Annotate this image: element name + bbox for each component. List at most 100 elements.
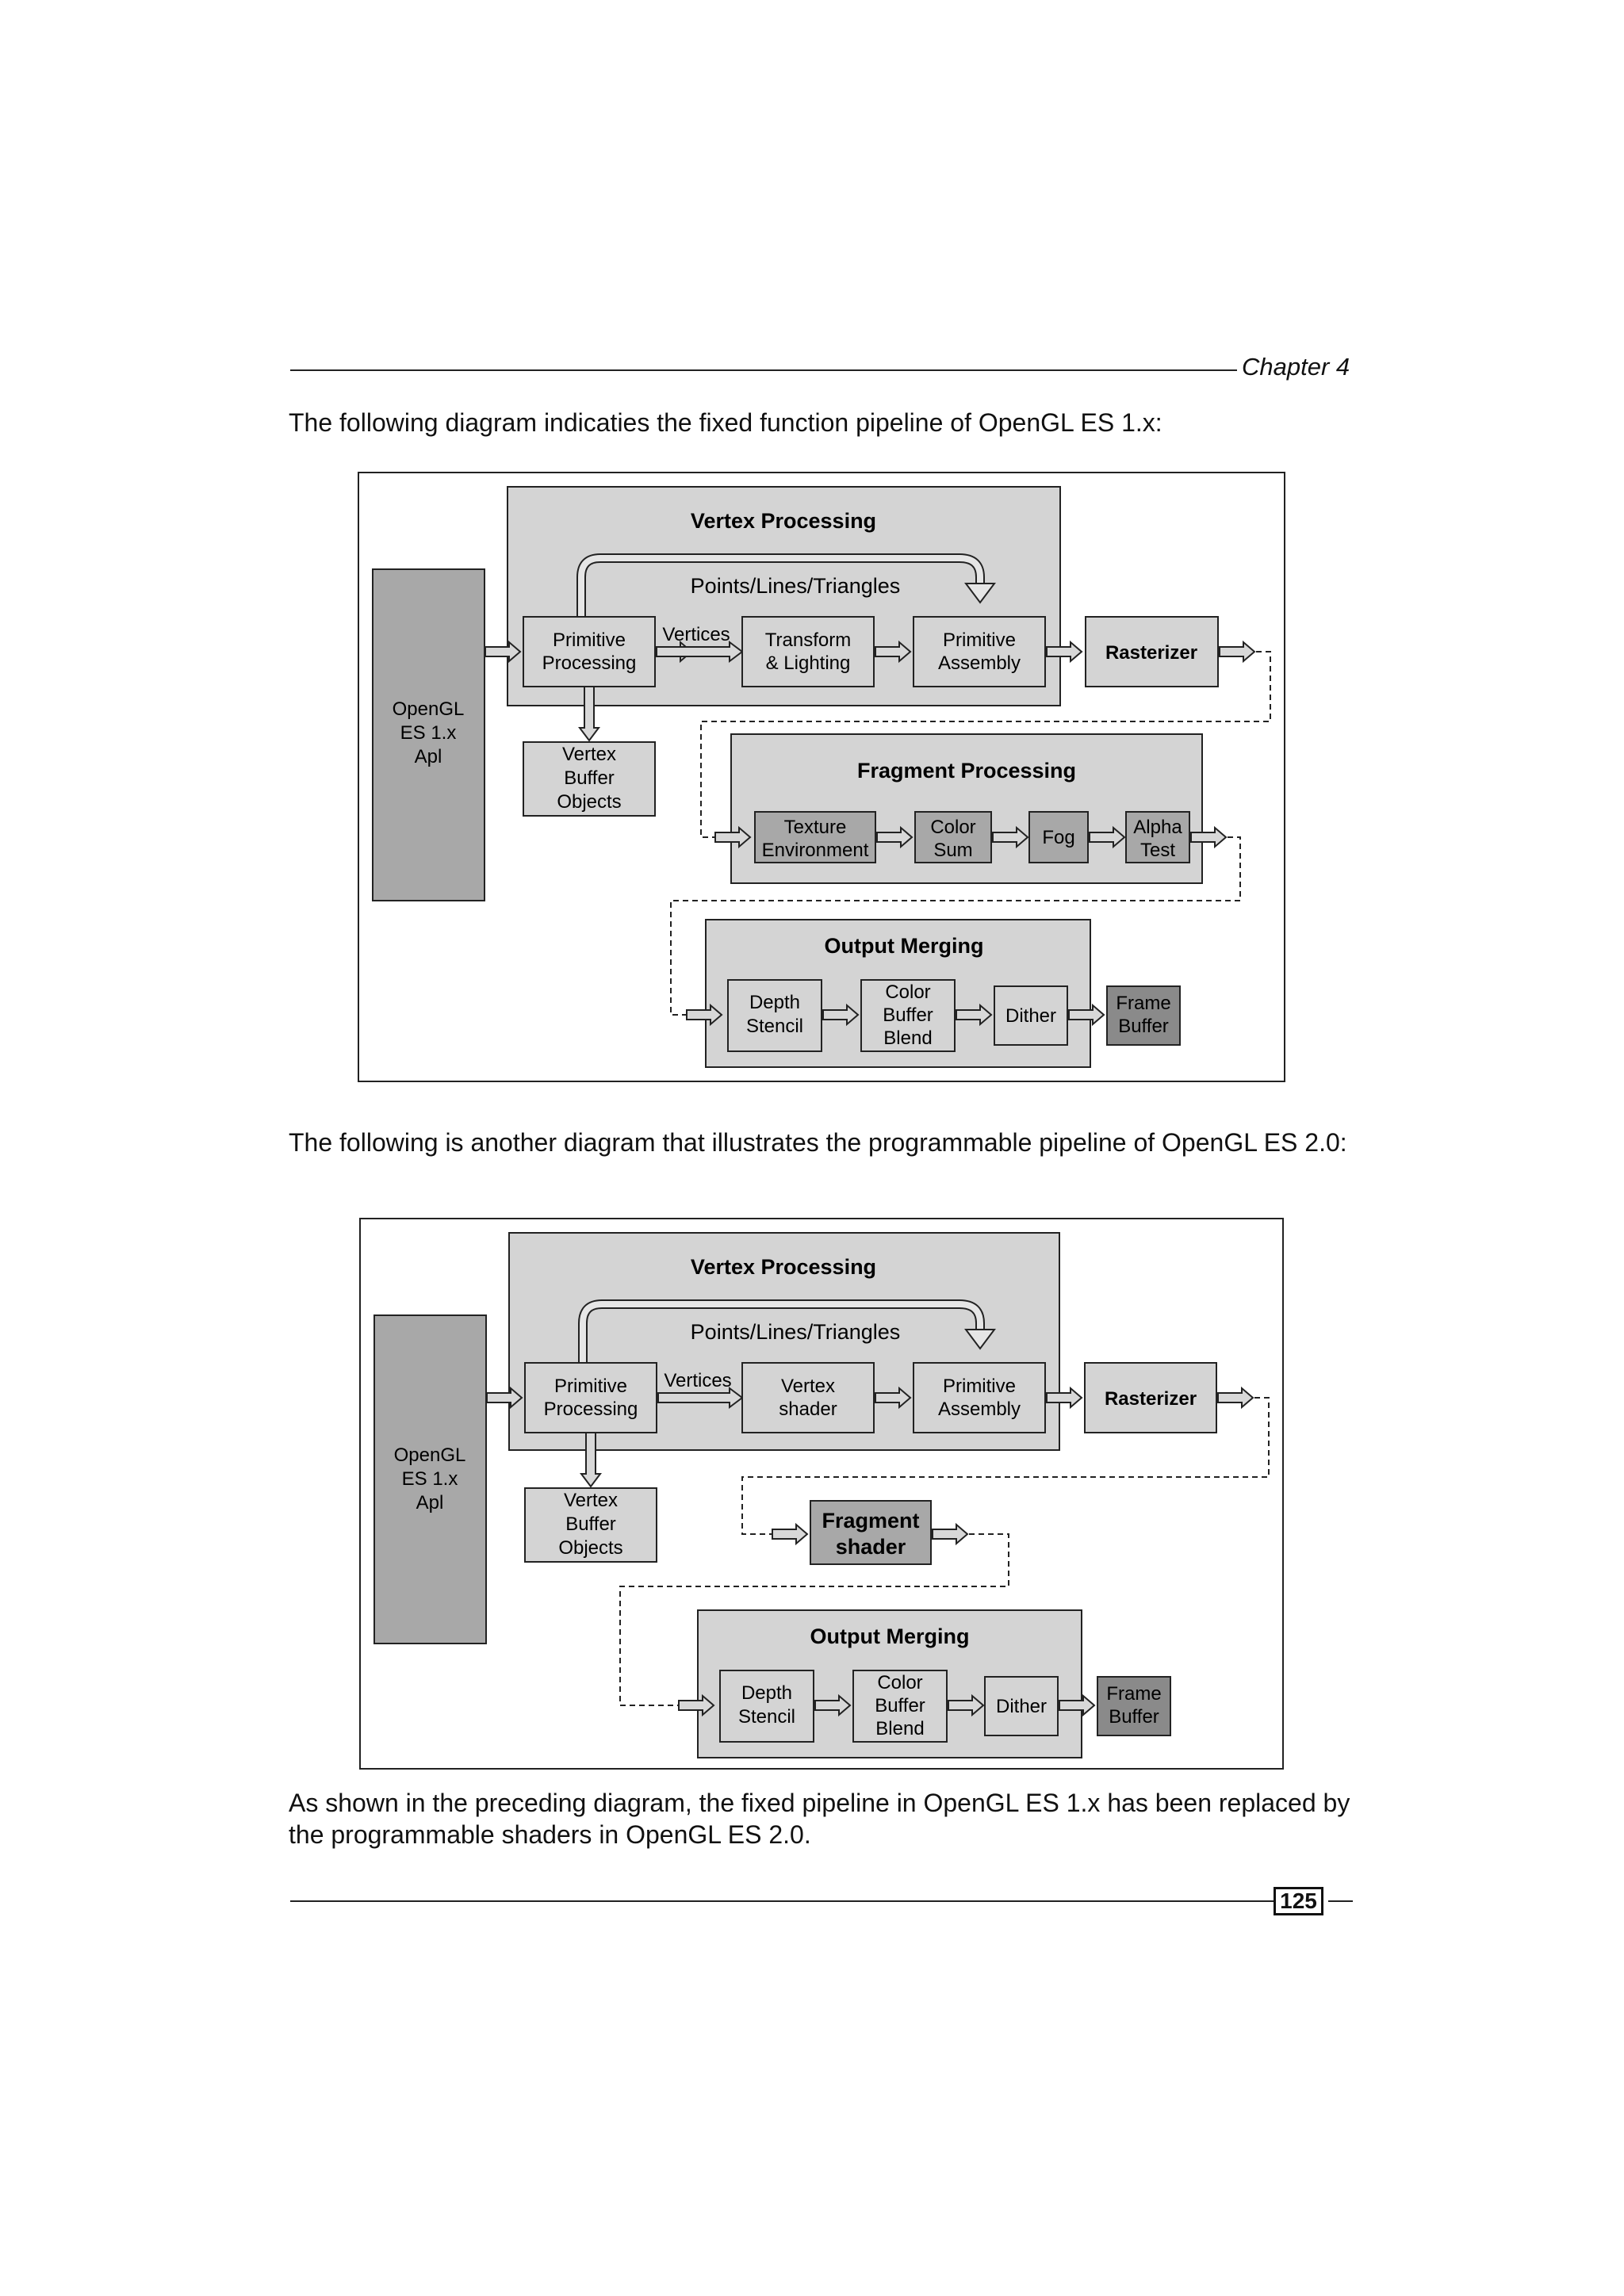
dither-label: Dither	[996, 1696, 1047, 1717]
vertex-processing-title: Vertex Processing	[691, 509, 876, 533]
output-merging-title: Output Merging	[810, 1624, 970, 1648]
dither-box	[994, 985, 1068, 1046]
vertices-label: Vertices	[662, 624, 730, 645]
alpha-test-label-1: Alpha	[1133, 817, 1182, 838]
api-label-3: Apl	[416, 1492, 444, 1513]
arrow-pp-vbo	[578, 686, 600, 742]
footer-rule-tail	[1328, 1900, 1353, 1902]
curve-arrow-head	[964, 1329, 996, 1350]
arrow-pp-vbo	[580, 1432, 602, 1488]
vbo-label-2: Buffer	[564, 767, 615, 789]
dither-label: Dither	[1005, 1005, 1056, 1027]
color-buffer-blend-label-3: Blend	[883, 1027, 932, 1049]
vertex-shader-label-2: shader	[779, 1399, 837, 1420]
primitive-assembly-label-1: Primitive	[943, 1376, 1016, 1397]
points-lines-triangles-label: Points/Lines/Triangles	[691, 574, 901, 598]
transform-lighting-label-2: & Lighting	[766, 652, 851, 674]
curve-arrow-fill	[578, 555, 983, 617]
vertex-shader-box	[741, 1362, 875, 1433]
dash-rast-frag	[700, 651, 1271, 838]
chapter-label: Chapter 4	[1242, 353, 1350, 381]
primitive-processing-label-2: Processing	[542, 652, 637, 674]
color-buffer-blend-label-2: Buffer	[883, 1004, 933, 1026]
color-buffer-blend-box	[860, 979, 956, 1052]
api-block	[373, 1314, 487, 1644]
primitive-assembly-box	[913, 1362, 1046, 1433]
vertex-shader-label-1: Vertex	[781, 1376, 835, 1397]
rasterizer-label: Rasterizer	[1105, 642, 1197, 664]
primitive-processing-label-1: Primitive	[554, 1376, 627, 1397]
vertices-label: Vertices	[664, 1370, 731, 1391]
vbo-label-1: Vertex	[562, 744, 616, 765]
fixed-pipeline-diagram: OpenGL ES 1.x Apl Vertex Processing Poin…	[358, 472, 1285, 1082]
api-label-2: ES 1.x	[400, 722, 457, 744]
frame-buffer-label-1: Frame	[1116, 993, 1170, 1014]
depth-stencil-label-1: Depth	[741, 1682, 792, 1704]
color-sum-box	[914, 811, 992, 863]
vertices-arrow	[656, 641, 744, 663]
points-lines-triangles-label: Points/Lines/Triangles	[691, 1320, 901, 1344]
dash-fshader-out	[619, 1533, 1009, 1706]
rasterizer-box	[1084, 1362, 1217, 1433]
frame-buffer-label-2: Buffer	[1118, 1016, 1169, 1037]
fragment-shader-box	[810, 1500, 932, 1565]
depth-stencil-label-2: Stencil	[738, 1706, 795, 1728]
depth-stencil-box	[719, 1670, 814, 1743]
page-number: 125	[1274, 1887, 1323, 1915]
primitive-assembly-box	[913, 616, 1046, 687]
fog-label: Fog	[1042, 827, 1074, 848]
primitive-processing-label-1: Primitive	[553, 629, 626, 651]
vbo-label-3: Objects	[558, 1537, 622, 1559]
fragment-shader-label-1: Fragment	[822, 1509, 919, 1533]
color-buffer-blend-box	[852, 1670, 948, 1743]
frame-buffer-label-1: Frame	[1106, 1683, 1161, 1705]
api-label-2: ES 1.x	[402, 1468, 458, 1490]
intro-paragraph-1: The following diagram indicaties the fix…	[289, 408, 1162, 437]
api-block	[372, 568, 485, 901]
depth-stencil-label-2: Stencil	[746, 1016, 803, 1037]
frame-buffer-box	[1097, 1676, 1171, 1736]
color-buffer-blend-label-1: Color	[877, 1672, 922, 1693]
primitive-assembly-label-2: Assembly	[938, 652, 1021, 674]
color-sum-label-2: Sum	[933, 840, 972, 861]
primitive-processing-label-2: Processing	[544, 1399, 638, 1420]
primitive-processing-box	[523, 616, 656, 687]
vbo-box	[523, 741, 656, 817]
footer-rule	[290, 1900, 1274, 1902]
rasterizer-label: Rasterizer	[1105, 1388, 1197, 1410]
vbo-label-2: Buffer	[565, 1513, 616, 1535]
texture-environment-box	[754, 811, 876, 863]
primitive-assembly-label-2: Assembly	[938, 1399, 1021, 1420]
texture-environment-label-1: Texture	[784, 817, 847, 838]
vbo-label-3: Objects	[557, 791, 621, 813]
color-sum-label-1: Color	[930, 817, 975, 838]
texture-environment-label-2: Environment	[762, 840, 869, 861]
alpha-test-box	[1125, 811, 1190, 863]
intro-paragraph-2: The following is another diagram that il…	[289, 1128, 1347, 1157]
depth-stencil-label-1: Depth	[749, 992, 800, 1013]
vertices-arrow	[657, 1387, 744, 1409]
api-label-1: OpenGL	[394, 1445, 466, 1466]
alpha-test-label-2: Test	[1140, 840, 1175, 861]
vbo-box	[524, 1487, 657, 1563]
vbo-label-1: Vertex	[564, 1490, 618, 1511]
depth-stencil-box	[727, 979, 822, 1052]
primitive-processing-box	[524, 1362, 657, 1433]
conclusion-line-2: the programmable shaders in OpenGL ES 2.…	[289, 1820, 811, 1849]
fragment-shader-label-2: shader	[836, 1535, 906, 1559]
api-label-1: OpenGL	[393, 698, 465, 720]
color-buffer-blend-label-2: Buffer	[875, 1695, 925, 1716]
fragment-processing-title: Fragment Processing	[857, 759, 1076, 783]
fog-box	[1028, 811, 1089, 863]
frame-buffer-box	[1106, 985, 1181, 1046]
dash-frag-out	[670, 836, 1241, 1016]
dash-rast-fshader	[741, 1397, 1270, 1535]
dither-box	[984, 1676, 1059, 1736]
vertex-processing-title: Vertex Processing	[691, 1255, 876, 1279]
color-buffer-blend-label-1: Color	[885, 982, 930, 1003]
transform-lighting-label-1: Transform	[765, 629, 851, 651]
programmable-pipeline-diagram: OpenGL ES 1.x Apl Vertex Processing Poin…	[359, 1218, 1284, 1770]
curve-arrow-head	[964, 583, 996, 604]
header-rule	[290, 369, 1237, 371]
color-buffer-blend-label-3: Blend	[875, 1718, 924, 1739]
